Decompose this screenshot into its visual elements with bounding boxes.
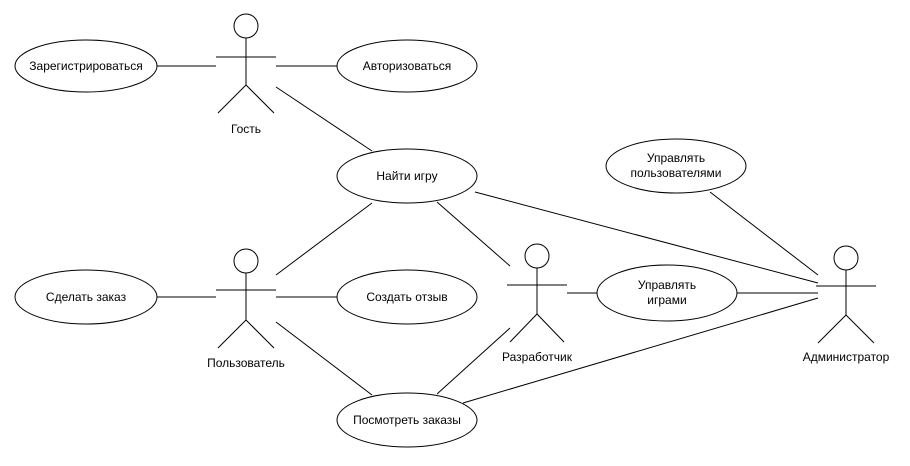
assoc-user-find-game	[275, 202, 373, 276]
use-case-label: Найти игру	[376, 169, 437, 183]
use-case-label: Посмотреть заказы	[353, 413, 461, 427]
stick-figure-icon	[216, 13, 276, 114]
stick-figure-icon	[816, 245, 876, 344]
actor-label: Пользователь	[207, 356, 285, 370]
use-case-label-line-1: Управлять	[647, 151, 705, 165]
use-case-ellipse	[596, 264, 738, 322]
actor-label: Гость	[231, 122, 261, 136]
actor-user: Пользователь	[207, 248, 285, 370]
assoc-admin-manage-users	[709, 191, 819, 276]
use-case-label-line-2: играми	[647, 293, 686, 307]
stick-figure-icon	[216, 248, 276, 349]
use-case-label: Создать отзыв	[366, 290, 447, 304]
actor-admin: Администратор	[803, 245, 890, 364]
use-case-ellipse	[14, 39, 158, 93]
use-case-find-game: Найти игру	[336, 148, 478, 204]
actor-developer: Разработчик	[502, 243, 573, 364]
use-case-ellipse	[605, 138, 747, 194]
use-case-label: Авторизоваться	[363, 59, 451, 73]
use-case-ellipse	[336, 148, 478, 204]
stick-figure-icon	[507, 243, 567, 343]
actor-guest: Гость	[216, 13, 276, 136]
use-case-ellipse	[336, 39, 478, 93]
use-case-ellipse	[14, 269, 158, 325]
assoc-admin-view-orders	[462, 297, 819, 404]
use-case-manage-users: Управлять пользователями	[605, 138, 747, 194]
use-case-ellipse	[336, 392, 478, 448]
use-case-view-orders: Посмотреть заказы	[336, 392, 478, 448]
use-case-manage-games: Управлять играми	[596, 264, 738, 322]
use-case-create-review: Создать отзыв	[336, 269, 478, 325]
assoc-developer-view-orders	[436, 327, 511, 395]
actor-label: Разработчик	[502, 350, 573, 364]
use-case-label: Сделать заказ	[46, 290, 127, 304]
use-case-label: Зарегистрироваться	[29, 59, 142, 73]
actor-label: Администратор	[803, 350, 890, 364]
associations	[157, 65, 819, 404]
assoc-user-view-orders	[275, 321, 373, 396]
use-case-ellipse	[336, 269, 478, 325]
use-case-login: Авторизоваться	[336, 39, 478, 93]
assoc-developer-find-game	[436, 201, 511, 267]
use-case-register: Зарегистрироваться	[14, 39, 158, 93]
use-case-label-line-1: Управлять	[638, 278, 696, 292]
assoc-admin-find-game	[474, 191, 819, 284]
use-case-make-order: Сделать заказ	[14, 269, 158, 325]
use-case-label-line-2: пользователями	[631, 166, 722, 180]
assoc-guest-find-game	[275, 86, 373, 152]
